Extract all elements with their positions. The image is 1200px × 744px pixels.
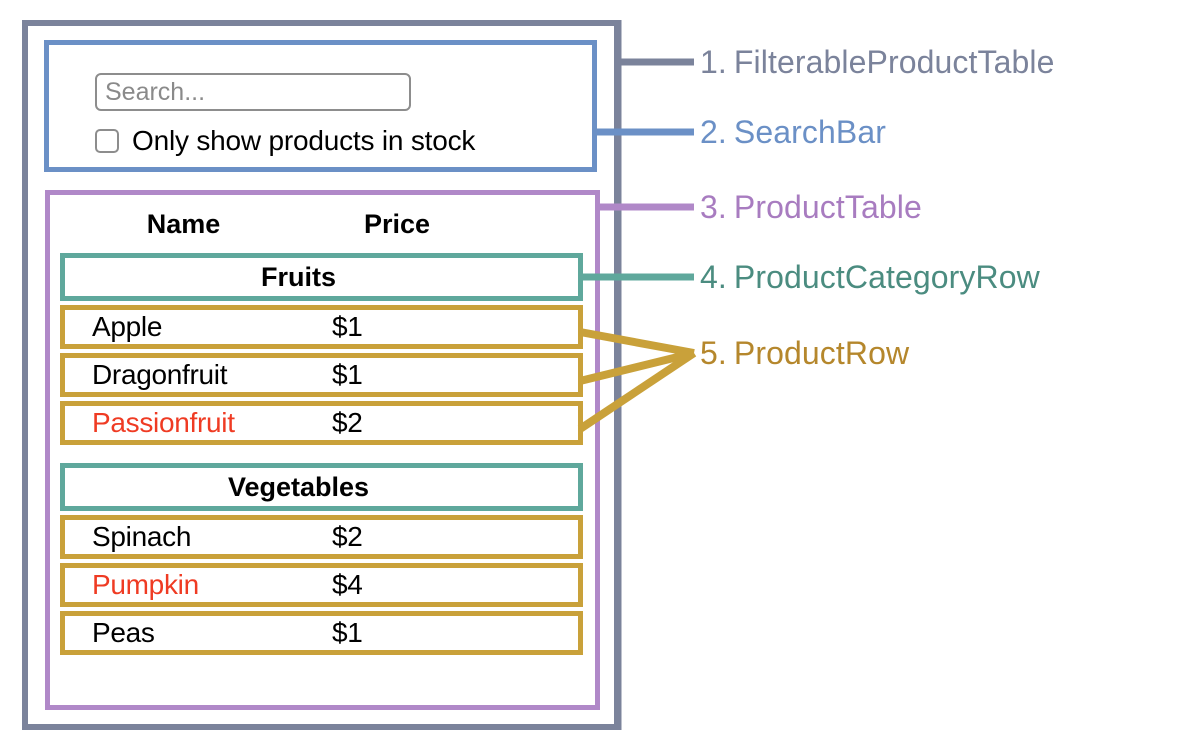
product-row: Dragonfruit $1 <box>60 353 583 397</box>
product-row: Apple $1 <box>60 305 583 349</box>
product-name: Spinach <box>92 521 192 552</box>
product-price: $1 <box>332 359 363 390</box>
product-price: $2 <box>332 407 363 438</box>
callout-label-3: 3.ProductTable <box>700 189 922 226</box>
callout-number-1: 1. <box>700 44 727 80</box>
callout-text-3: ProductTable <box>733 189 922 225</box>
table-header-row: Name Price <box>50 195 595 253</box>
column-header-name: Name <box>146 208 221 239</box>
section-spacer <box>60 449 583 463</box>
product-category-row: Fruits <box>60 253 583 301</box>
callout-text-4: ProductCategoryRow <box>733 259 1040 295</box>
callout-text-1: FilterableProductTable <box>733 44 1055 80</box>
callout-number-4: 4. <box>700 259 727 295</box>
product-price: $1 <box>332 311 363 342</box>
callout-text-5: ProductRow <box>733 335 910 371</box>
product-category-label: Vegetables <box>227 471 370 502</box>
product-name: Peas <box>92 617 155 648</box>
column-header-price: Price <box>363 208 431 239</box>
callout-label-5: 5.ProductRow <box>700 335 909 372</box>
callout-number-5: 5. <box>700 335 727 371</box>
product-category-row: Vegetables <box>60 463 583 511</box>
product-row: Pumpkin $4 <box>60 563 583 607</box>
product-price: $1 <box>332 617 363 648</box>
callout-text-2: SearchBar <box>733 114 886 150</box>
product-name: Dragonfruit <box>92 359 228 390</box>
product-row: Passionfruit $2 <box>60 401 583 445</box>
callout-label-4: 4.ProductCategoryRow <box>700 259 1040 296</box>
callout-label-1: 1.FilterableProductTable <box>700 44 1054 81</box>
product-category-label: Fruits <box>260 261 336 292</box>
product-name: Apple <box>92 311 163 342</box>
product-price: $2 <box>332 521 363 552</box>
search-bar-box: Only show products in stock <box>44 40 597 172</box>
in-stock-checkbox[interactable] <box>95 129 119 153</box>
product-name: Pumpkin <box>92 569 199 600</box>
search-input[interactable] <box>95 73 411 111</box>
callout-number-2: 2. <box>700 114 727 150</box>
product-row: Peas $1 <box>60 611 583 655</box>
product-price: $4 <box>332 569 363 600</box>
product-name: Passionfruit <box>92 407 235 438</box>
in-stock-checkbox-label: Only show products in stock <box>132 125 476 156</box>
in-stock-filter-row[interactable]: Only show products in stock <box>95 121 475 161</box>
callout-label-2: 2.SearchBar <box>700 114 886 151</box>
product-row: Spinach $2 <box>60 515 583 559</box>
callout-number-3: 3. <box>700 189 727 225</box>
